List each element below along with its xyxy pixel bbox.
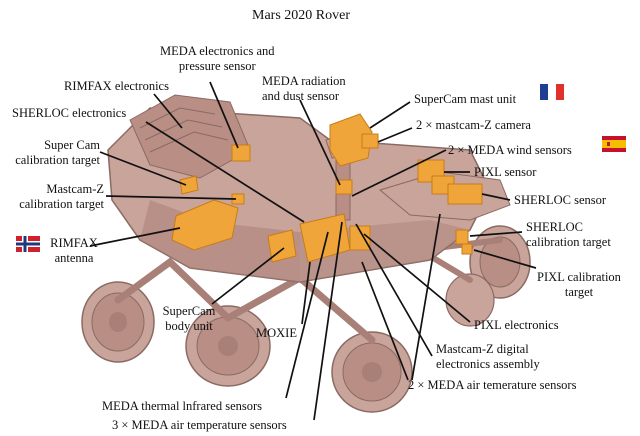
- label-moxie: MOXIE: [256, 326, 297, 340]
- sherloc-sensor-head: [447, 183, 483, 205]
- label-pixl-sensor: PIXL sensor: [474, 165, 537, 179]
- label-supercam-calibration: Super Cam calibration target: [15, 138, 100, 167]
- label-meda-electronics: MEDA electronics and pressure sensor: [160, 44, 275, 73]
- label-mastcam-z-camera: 2 × mastcam-Z camera: [416, 118, 531, 132]
- label-pixl-calibration: PIXL calibration target: [537, 270, 621, 299]
- pixl-calibration: [461, 243, 473, 255]
- diagram-title: Mars 2020 Rover: [252, 8, 350, 23]
- label-sherloc-calibration: SHERLOC calibration target: [526, 220, 611, 249]
- rimfax-antenna: [171, 199, 239, 251]
- label-meda-thermal-infrared: MEDA thermal lnfrared sensors: [102, 399, 263, 413]
- wheel-rear-left: [81, 281, 155, 363]
- label-meda-air-temperature-2: 2 × MEDA air temerature sensors: [408, 378, 577, 392]
- france-flag-icon: [540, 84, 564, 100]
- label-mastcam-z-digital: Mastcam-Z digital electronics assembly: [436, 342, 540, 371]
- supercam-mast-unit: [329, 113, 373, 167]
- wheel-middle-left: [185, 305, 271, 387]
- label-meda-wind-sensors: 2 × MEDA wind sensors: [448, 143, 572, 157]
- leader-lines: [89, 81, 537, 421]
- spain-flag-icon: [602, 136, 626, 152]
- label-mastcam-z-calibration: Mastcam-Z calibration target: [19, 182, 104, 211]
- wheel-front-left: [331, 331, 413, 413]
- label-sherloc-electronics: SHERLOC electronics: [12, 106, 127, 120]
- label-pixl-electronics: PIXL electronics: [474, 318, 559, 332]
- label-sherloc-sensor: SHERLOC sensor: [514, 193, 607, 207]
- label-meda-air-temperature-3: 3 × MEDA air temperature sensors: [112, 418, 287, 432]
- mastcam-z-camera: [361, 133, 379, 149]
- norway-flag-icon: [16, 236, 40, 252]
- supercam-calibration-target: [179, 175, 199, 195]
- rover-body: [81, 94, 531, 413]
- sherloc-calibration: [455, 229, 469, 245]
- label-supercam-mast-unit: SuperCam mast unit: [414, 92, 517, 106]
- label-supercam-body-unit: SuperCam body unit: [162, 304, 216, 333]
- label-rimfax-electronics: RIMFAX electronics: [64, 79, 169, 93]
- label-rimfax-antenna: RIMFAX antenna: [50, 236, 98, 265]
- label-meda-radiation: MEDA radiation and dust sensor: [262, 74, 346, 103]
- meda-electronics: [231, 144, 251, 162]
